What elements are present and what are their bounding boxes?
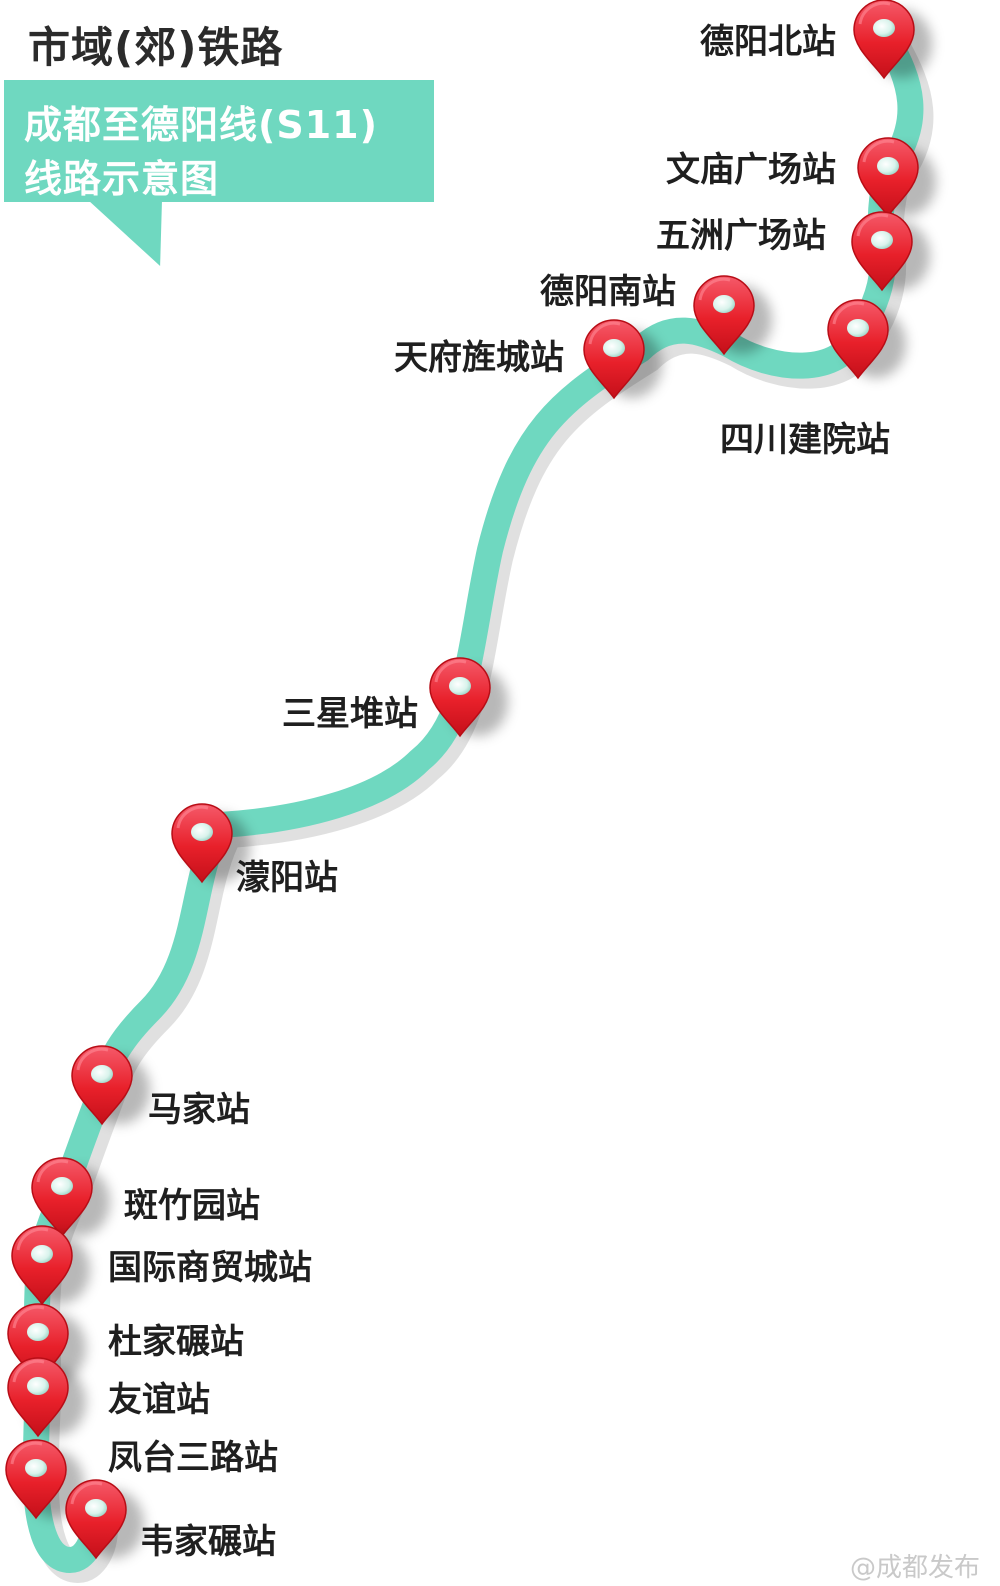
subtitle-line-2: 线路示意图: [24, 157, 220, 201]
station-label: 天府旌城站: [394, 338, 564, 378]
map-pin-icon: [693, 275, 772, 356]
station-label: 德阳北站: [700, 22, 836, 62]
station-label: 国际商贸城站: [108, 1248, 312, 1288]
station-label: 濛阳站: [236, 858, 338, 898]
map-pin-icon: [429, 657, 508, 738]
station-label: 凤台三路站: [108, 1438, 278, 1478]
station-label: 四川建院站: [720, 420, 890, 460]
map-pin-icon: [851, 211, 930, 292]
station-label: 杜家碾站: [108, 1322, 244, 1362]
station-label: 文庙广场站: [666, 150, 836, 190]
station-label: 韦家碾站: [140, 1522, 276, 1562]
station-label: 德阳南站: [540, 272, 676, 312]
subtitle-banner: [4, 80, 434, 202]
map-pin-icon: [583, 319, 662, 400]
map-pin-icon: [65, 1479, 144, 1560]
watermark: @成都发布: [849, 1553, 980, 1583]
station-label: 马家站: [148, 1090, 250, 1130]
station-label: 三星堆站: [282, 694, 418, 734]
station-label: 五洲广场站: [656, 216, 826, 256]
map-pin-icon: [853, 0, 932, 80]
station-label: 友谊站: [108, 1380, 210, 1420]
station-pins: [5, 0, 936, 1560]
map-pin-icon: [71, 1045, 150, 1126]
map-title: 市域(郊)铁路: [28, 23, 284, 72]
subtitle-line-1: 成都至德阳线(S11): [24, 103, 378, 147]
map-pin-icon: [11, 1225, 90, 1306]
map-pin-icon: [857, 137, 936, 218]
map-pin-icon: [7, 1357, 86, 1438]
map-pin-icon: [171, 803, 250, 884]
map-pin-icon: [31, 1157, 110, 1238]
station-label: 斑竹园站: [124, 1186, 260, 1226]
map-pin-icon: [827, 299, 906, 380]
